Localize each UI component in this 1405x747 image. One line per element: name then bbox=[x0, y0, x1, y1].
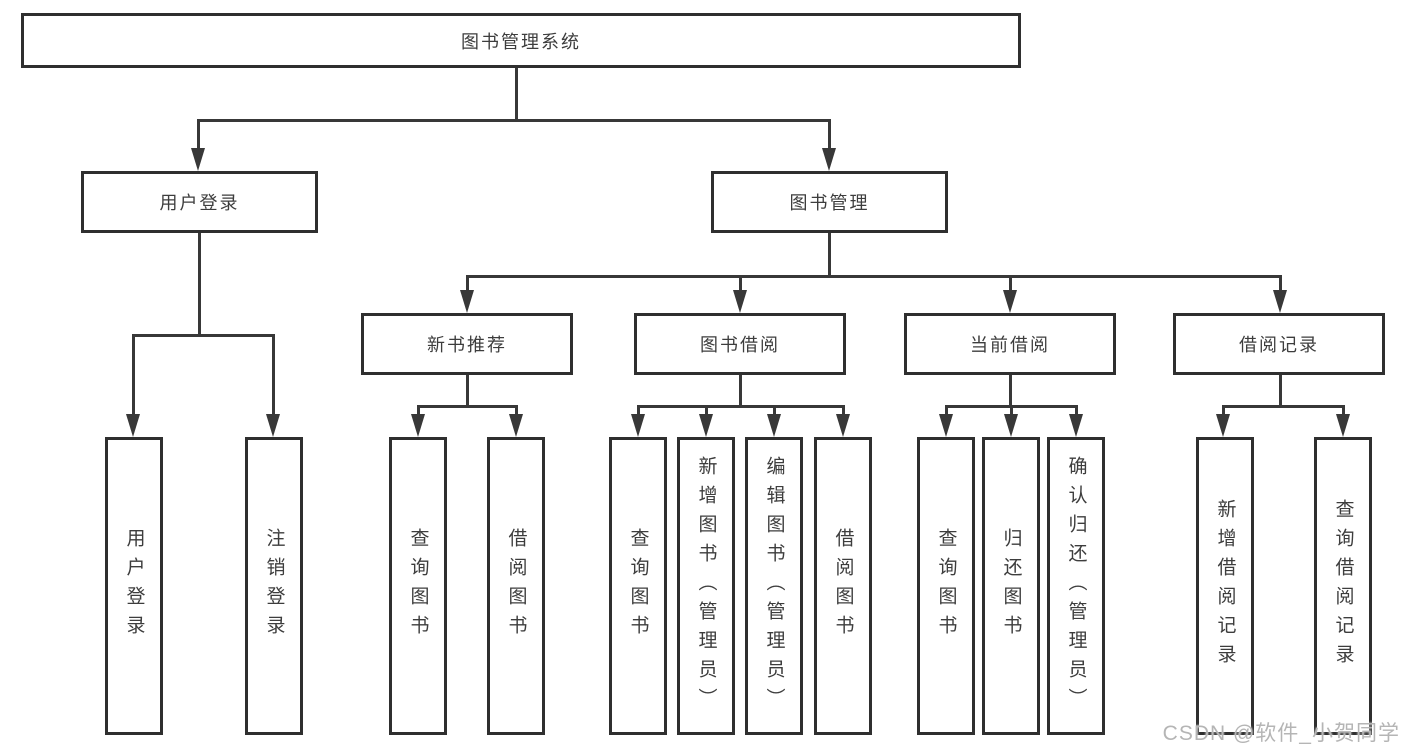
connector-line bbox=[739, 375, 742, 408]
connector-line bbox=[417, 405, 518, 408]
leaf-borrowing-add-books-admin-label: 新增图书（管理员） bbox=[695, 455, 717, 717]
arrow-down-icon bbox=[822, 148, 836, 171]
node-book-borrowing-label: 图书借阅 bbox=[700, 335, 780, 355]
arrow-down-icon bbox=[1216, 414, 1230, 437]
leaf-newbook-query-books: 查询图书 bbox=[389, 437, 447, 735]
connector-line bbox=[197, 119, 200, 152]
leaf-records-query-record: 查询借阅记录 bbox=[1314, 437, 1372, 735]
arrow-down-icon bbox=[266, 414, 280, 437]
node-user-login: 用户登录 bbox=[81, 171, 318, 233]
connector-line bbox=[828, 119, 831, 152]
arrow-down-icon bbox=[411, 414, 425, 437]
csdn-watermark: CSDN @软件_小贺同学 bbox=[1162, 722, 1400, 745]
leaf-borrowing-query-books-label: 查询图书 bbox=[627, 528, 649, 644]
node-borrow-records-label: 借阅记录 bbox=[1239, 335, 1319, 355]
leaf-logout: 注销登录 bbox=[245, 437, 303, 735]
arrow-down-icon bbox=[509, 414, 523, 437]
leaf-borrowing-edit-books-admin: 编辑图书（管理员） bbox=[745, 437, 803, 735]
node-root: 图书管理系统 bbox=[21, 13, 1021, 68]
connector-line bbox=[1009, 275, 1012, 295]
node-book-management: 图书管理 bbox=[711, 171, 948, 233]
node-borrow-records: 借阅记录 bbox=[1173, 313, 1385, 375]
arrow-down-icon bbox=[767, 414, 781, 437]
leaf-current-confirm-return-admin-label: 确认归还（管理员） bbox=[1065, 455, 1087, 717]
connector-line bbox=[417, 405, 420, 419]
connector-line bbox=[1222, 405, 1343, 408]
connector-line bbox=[705, 405, 708, 419]
leaf-borrowing-edit-books-admin-label: 编辑图书（管理员） bbox=[763, 455, 785, 717]
connector-line bbox=[1075, 405, 1078, 419]
arrow-down-icon bbox=[836, 414, 850, 437]
connector-line bbox=[272, 334, 275, 418]
connector-line bbox=[1010, 405, 1013, 419]
arrow-down-icon bbox=[733, 290, 747, 313]
node-book-management-label: 图书管理 bbox=[789, 193, 870, 213]
connector-line bbox=[1009, 375, 1012, 408]
arrow-down-icon bbox=[191, 148, 205, 171]
connector-line bbox=[197, 119, 831, 122]
connector-line bbox=[466, 375, 469, 408]
arrow-down-icon bbox=[699, 414, 713, 437]
arrow-down-icon bbox=[1336, 414, 1350, 437]
connector-line bbox=[637, 405, 640, 419]
arrow-down-icon bbox=[631, 414, 645, 437]
connector-line bbox=[1222, 405, 1225, 419]
node-current-borrowing: 当前借阅 bbox=[904, 313, 1116, 375]
leaf-newbook-borrow-books-label: 借阅图书 bbox=[505, 528, 527, 644]
connector-line bbox=[1279, 275, 1282, 295]
arrow-down-icon bbox=[1004, 414, 1018, 437]
leaf-records-add-record: 新增借阅记录 bbox=[1196, 437, 1254, 735]
arrow-down-icon bbox=[126, 414, 140, 437]
leaf-current-query-books: 查询图书 bbox=[917, 437, 975, 735]
connector-line bbox=[739, 275, 742, 295]
connector-line bbox=[828, 233, 831, 278]
leaf-user-login-label: 用户登录 bbox=[123, 528, 145, 644]
node-new-book-recommend-label: 新书推荐 bbox=[427, 335, 507, 355]
node-user-login-label: 用户登录 bbox=[159, 193, 240, 213]
leaf-borrowing-borrow-books-label: 借阅图书 bbox=[832, 528, 854, 644]
leaf-records-query-record-label: 查询借阅记录 bbox=[1332, 499, 1354, 673]
node-new-book-recommend: 新书推荐 bbox=[361, 313, 573, 375]
leaf-current-return-books: 归还图书 bbox=[982, 437, 1040, 735]
leaf-current-confirm-return-admin: 确认归还（管理员） bbox=[1047, 437, 1105, 735]
leaf-borrowing-borrow-books: 借阅图书 bbox=[814, 437, 872, 735]
connector-line bbox=[637, 405, 844, 408]
arrow-down-icon bbox=[1273, 290, 1287, 313]
node-root-label: 图书管理系统 bbox=[461, 31, 581, 52]
connector-line bbox=[1279, 375, 1282, 408]
connector-line bbox=[515, 405, 518, 419]
arrow-down-icon bbox=[1003, 290, 1017, 313]
connector-line bbox=[945, 405, 948, 419]
connector-line bbox=[132, 334, 135, 418]
connector-line bbox=[842, 405, 845, 419]
connector-line bbox=[132, 334, 275, 337]
leaf-user-login: 用户登录 bbox=[105, 437, 163, 735]
leaf-borrowing-query-books: 查询图书 bbox=[609, 437, 667, 735]
arrow-down-icon bbox=[1069, 414, 1083, 437]
leaf-logout-label: 注销登录 bbox=[263, 528, 285, 644]
leaf-current-query-books-label: 查询图书 bbox=[935, 528, 957, 644]
connector-line bbox=[198, 233, 201, 337]
connector-line bbox=[1342, 405, 1345, 419]
node-book-borrowing: 图书借阅 bbox=[634, 313, 846, 375]
leaf-newbook-query-books-label: 查询图书 bbox=[407, 528, 429, 644]
leaf-records-add-record-label: 新增借阅记录 bbox=[1214, 499, 1236, 673]
connector-line bbox=[466, 275, 1282, 278]
arrow-down-icon bbox=[460, 290, 474, 313]
arrow-down-icon bbox=[939, 414, 953, 437]
leaf-newbook-borrow-books: 借阅图书 bbox=[487, 437, 545, 735]
connector-line bbox=[773, 405, 776, 419]
connector-line bbox=[466, 275, 469, 295]
node-current-borrowing-label: 当前借阅 bbox=[970, 335, 1050, 355]
connector-line bbox=[515, 68, 518, 119]
leaf-borrowing-add-books-admin: 新增图书（管理员） bbox=[677, 437, 735, 735]
leaf-current-return-books-label: 归还图书 bbox=[1000, 528, 1022, 644]
